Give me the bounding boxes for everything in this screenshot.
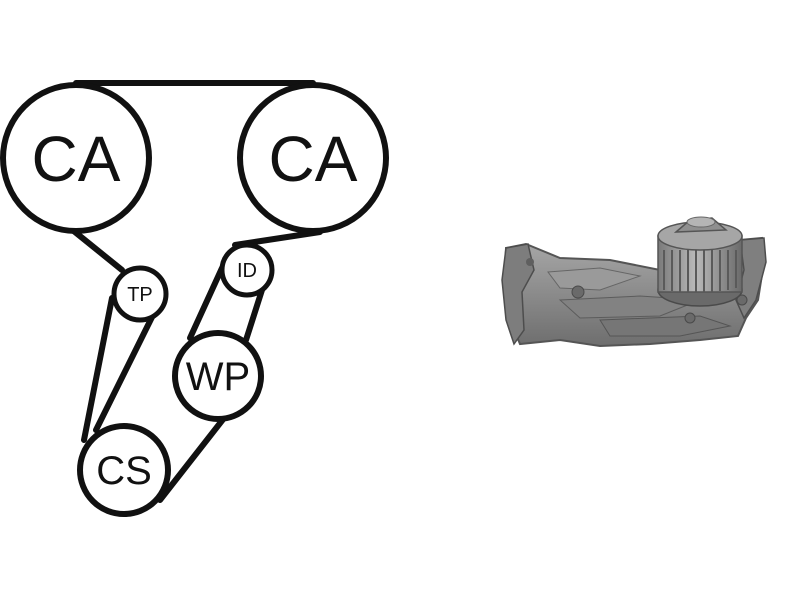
water-pump-image [501,216,767,348]
water-pump-pulley: WP [172,330,264,422]
camshaft-pulley-right: CA [237,82,389,234]
crankshaft-pulley: CS [77,423,171,517]
tensioner-label: TP [127,284,153,306]
idler-label: ID [237,260,257,282]
idler-pulley: ID [219,242,275,298]
water-pump-label: WP [186,355,250,399]
crankshaft-label: CS [96,449,152,493]
tensioner-pulley: TP [111,265,169,323]
camshaft-right-label: CA [269,123,358,195]
camshaft-left-label: CA [32,123,121,195]
camshaft-pulley-left: CA [0,82,152,234]
timing-belt [67,80,323,503]
